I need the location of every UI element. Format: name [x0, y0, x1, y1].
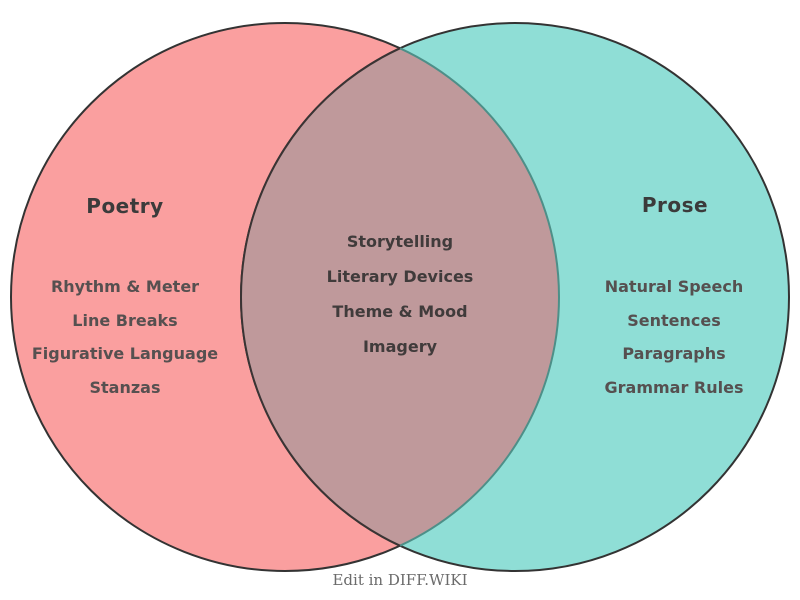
prose-item: Paragraphs	[622, 344, 726, 363]
overlap-right-edge	[399, 47, 561, 547]
overlap-item: Theme & Mood	[332, 302, 468, 321]
prose-title: Prose	[641, 193, 709, 217]
overlap-item: Imagery	[362, 337, 438, 356]
poetry-title: Poetry	[86, 194, 164, 218]
poetry-item: Figurative Language	[31, 344, 219, 363]
prose-item: Grammar Rules	[604, 377, 744, 397]
overlap-item: Storytelling	[346, 232, 454, 251]
overlap-item: Literary Devices	[326, 267, 474, 286]
diffwiki-edit-link[interactable]: Edit in DIFF.WIKI	[332, 571, 468, 589]
overlap-region	[240, 48, 560, 546]
prose-items: Natural Speech Sentences Paragraphs Gram…	[605, 270, 744, 404]
poetry-item: Stanzas	[89, 377, 161, 397]
poetry-item: Rhythm & Meter	[50, 277, 200, 296]
poetry-items: Rhythm & Meter Line Breaks Figurative La…	[32, 270, 218, 404]
poetry-item: Line Breaks	[72, 310, 178, 330]
prose-item: Sentences	[627, 310, 721, 330]
overlap-items: Storytelling Literary Devices Theme & Mo…	[327, 224, 474, 364]
prose-item: Natural Speech	[604, 277, 744, 296]
overlap-left-edge	[239, 47, 401, 547]
